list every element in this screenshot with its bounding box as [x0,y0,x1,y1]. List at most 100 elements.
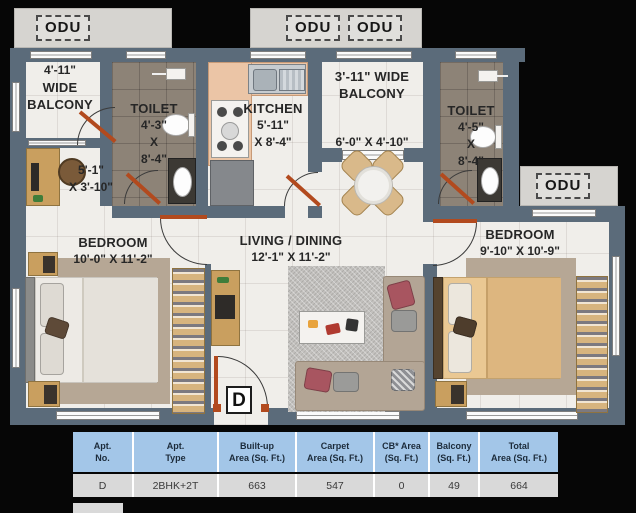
window-toilet-left [126,51,166,59]
header-line: Area (Sq. Ft.) [228,453,285,463]
window-living-bottom [296,411,400,420]
window-kitchen [250,51,306,59]
window-bedroom-left-west [12,288,20,368]
study-desk [26,148,60,206]
wall-kitchen-east [308,48,322,172]
wall-dining-sill-west [322,148,342,162]
study-chair [58,158,86,186]
header-line: Balcony [436,441,472,451]
cell-carpet-area: 547 [295,474,373,497]
area-table-header-row: Apt. No. Apt. Type Built-up Area (Sq. Ft… [73,432,558,472]
header-balcony-area: Balcony (Sq. Ft.) [428,432,478,472]
coffee-table [299,311,365,344]
toilet-left-wc-tank [188,113,195,137]
odu-slab-top-middle [250,8,422,48]
cell-builtup-area: 663 [217,474,295,497]
toilet-left-vanity [168,158,196,204]
bedroom-left-dim: 10'-0" X 11'-2" [73,252,153,266]
window-balcony-mid [336,51,412,59]
header-line: Type [165,453,186,463]
sink-basin-left [253,69,277,91]
burner [233,107,243,117]
label-living: LIVING / DINING 12'-1" X 11'-2" [216,232,366,266]
kitchen-fridge [210,160,254,206]
odu-label-box: ODU [536,173,591,199]
label-dining-dim: 6'-0" X 4'-10" [314,134,430,151]
label-balcony-mid: 3'-11" WIDE BALCONY [320,68,424,102]
kitchen-stove [211,100,249,158]
wardrobe-left [172,268,205,414]
header-cb-area: CB* Area (Sq. Ft.) [373,432,428,472]
wall-dining-toilet-divider [423,48,440,206]
toilet-left-basin [173,167,192,197]
table-decor [325,322,341,336]
entry-jamb [213,404,221,412]
nightstand [435,381,467,407]
living-desk [211,270,240,346]
door-leaf-bedroom-right [433,219,477,223]
header-line: Area (Sq. Ft.) [306,453,363,463]
header-line: (Sq. Ft.) [437,453,471,463]
shower-arm-icon [152,73,166,75]
window-balcony-left [30,51,92,59]
desk-plant [33,195,43,202]
sofa-pillow [391,369,415,391]
window-bedroom-right-bottom [466,411,578,420]
header-total-area: Total Area (Sq. Ft.) [478,432,558,472]
cell-total-area: 664 [478,474,558,497]
bed-right-duvet [486,278,561,378]
balcony-left-word: WIDE [42,80,78,95]
desk-monitor [215,295,235,319]
bed-left-headboard [25,277,35,383]
balcony-left-dim: 4'-11" [44,63,76,77]
nightstand [28,252,58,276]
bed-right-pillow [448,331,472,373]
toilet-left-dim: 4'-3" [141,118,167,132]
header-line: Apt. [93,441,112,451]
cell-balcony-area: 49 [428,474,478,497]
header-line: CB* Area [382,441,421,451]
toilet-right-dim: 4'-5" [458,120,484,134]
bedroom-right-name: BEDROOM [485,227,555,242]
dining-table [354,166,393,205]
nightstand-decor [43,256,55,273]
toilet-right-dim: X [466,137,475,151]
header-carpet-area: Carpet Area (Sq. Ft.) [295,432,373,472]
toilet-right-basin [481,167,499,195]
balcony-left-word: BALCONY [27,97,93,112]
sofa-pillow [391,310,417,332]
wall-dining-sill-east [404,148,423,162]
table-decor [308,320,318,328]
door-leaf-entry [214,356,218,408]
header-line: Apt. [166,441,185,451]
header-line: Carpet [320,441,350,451]
window-balcony-left-west [12,82,20,132]
bedroom-left-name: BEDROOM [78,235,148,250]
door-leaf-bedroom-left [160,215,207,219]
shower-mixer-icon [478,70,498,82]
desk-monitor [31,163,39,191]
header-line: (Sq. Ft.) [384,453,419,463]
bed-left-duvet [82,278,158,382]
area-table: Apt. No. Apt. Type Built-up Area (Sq. Ft… [73,432,558,497]
label-balcony-left: 4'-11" WIDE BALCONY [16,62,104,113]
living-name: LIVING / DINING [239,233,343,248]
header-line: No. [95,453,110,463]
bedroom-right-dim: 9'-10" X 10'-9" [480,244,560,258]
dining-dim: 6'-0" X 4'-10" [335,135,409,149]
burner-center [221,122,239,140]
odu-slab-top-left [14,8,172,48]
toilet-right-name: TOILET [447,103,495,118]
study-dim: 5'-1" [78,163,104,177]
label-bedroom-right: BEDROOM 9'-10" X 10'-9" [445,226,595,260]
shower-mixer-icon [166,68,186,80]
toilet-left-dim: X [149,135,158,149]
odu-label-box: ODU [348,15,403,41]
toilet-left-dim: 8'-4" [141,152,167,166]
toilet-left-name: TOILET [130,101,178,116]
label-bedroom-left: BEDROOM 10'-0" X 11'-2" [38,234,188,268]
wall-toilet-right-side [503,48,519,206]
odu-label-box: ODU [36,15,91,41]
bed-left-pillow [40,333,64,375]
sofa-pillow [333,372,359,392]
